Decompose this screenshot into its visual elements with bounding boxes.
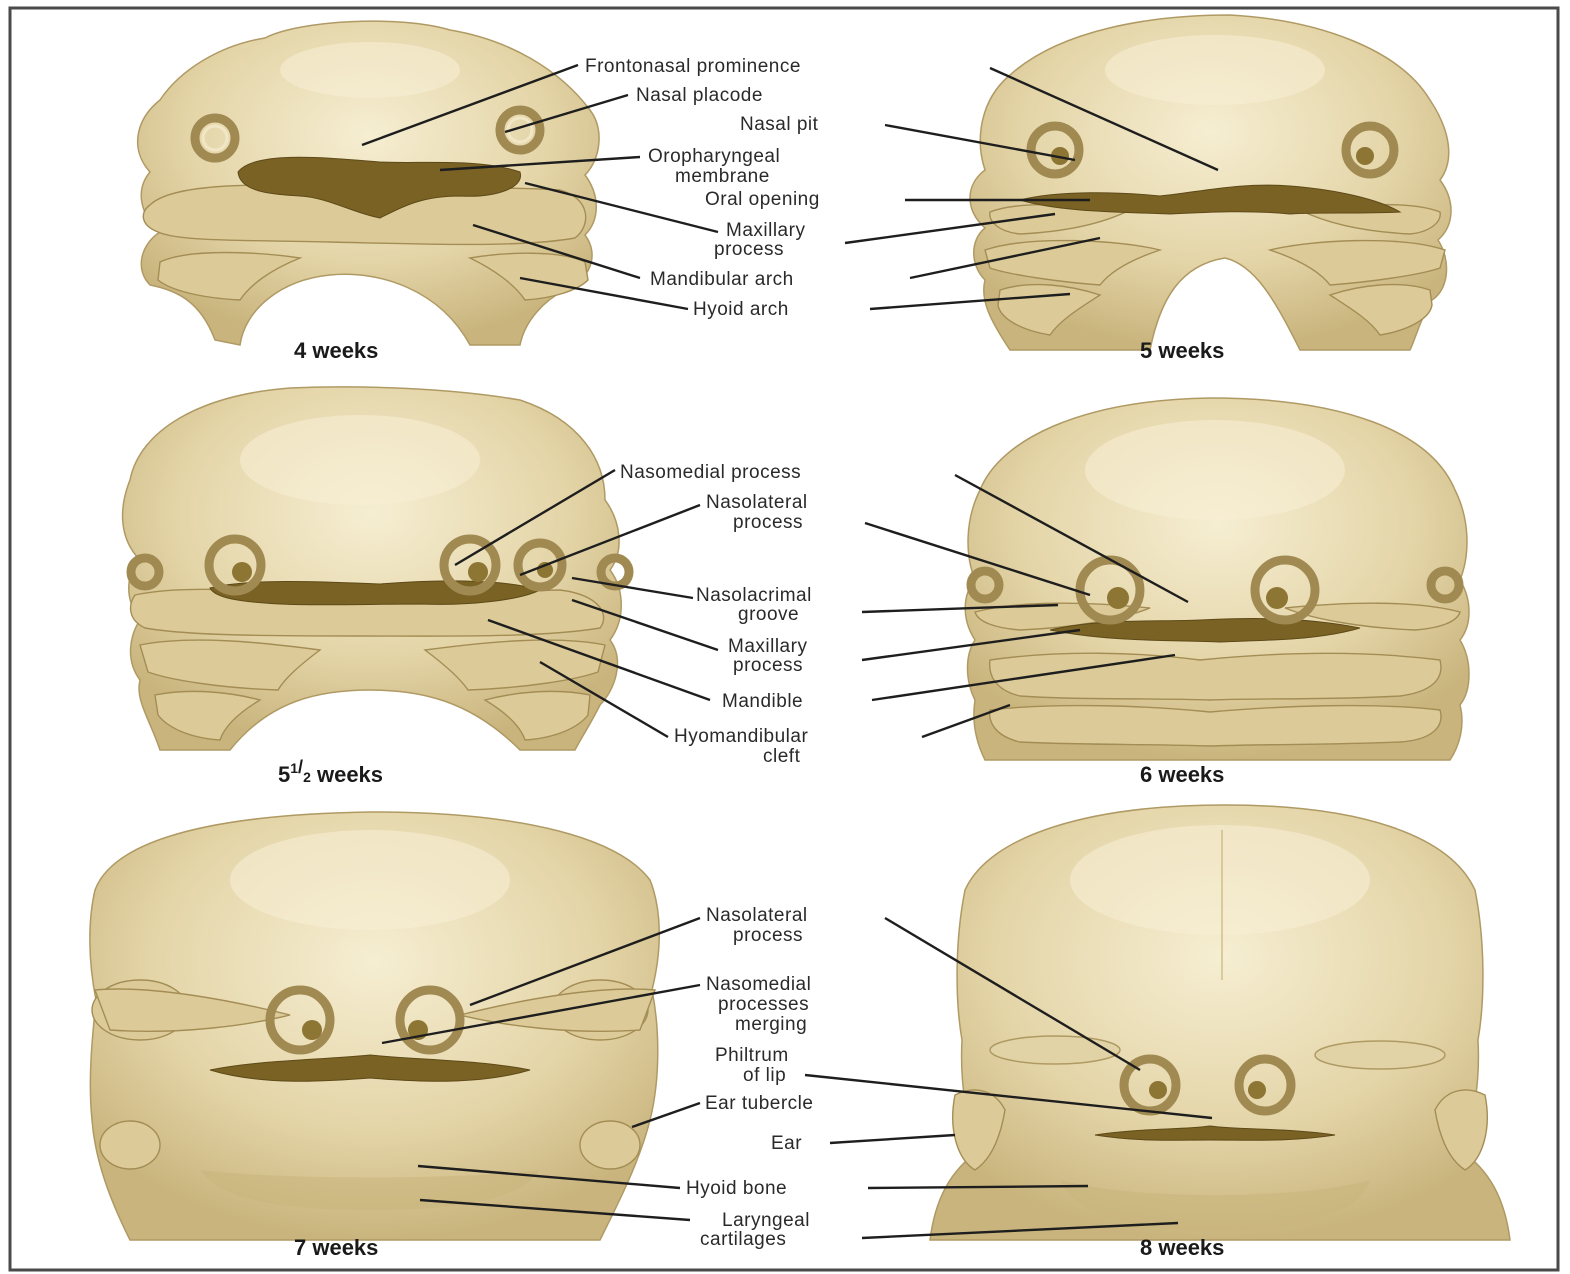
caption-4-weeks: 4 weeks	[294, 338, 378, 363]
caption-5h-main: 5	[278, 762, 290, 787]
panel-6-weeks: 6 weeks	[965, 398, 1469, 787]
caption-5h-sup: 1	[290, 760, 298, 776]
label-hyomandibular-line1: Hyomandibular	[674, 726, 808, 747]
label-maxillary-b-line1: Maxillary	[728, 636, 807, 657]
label-hyoid-arch: Hyoid arch	[693, 299, 789, 320]
label-nasolateral-line2: process	[733, 512, 803, 533]
label-hyomandibular-line2: cleft	[763, 746, 801, 767]
label-laryngeal-line1: Laryngeal	[722, 1210, 810, 1231]
embryo-8-weeks-illustration	[930, 805, 1510, 1240]
label-nasolateral-c-line2: process	[733, 925, 803, 946]
label-mandibular-arch: Mandibular arch	[650, 269, 794, 290]
label-oropharyngeal-line1: Oropharyngeal	[648, 146, 780, 167]
caption-8-weeks: 8 weeks	[1140, 1235, 1224, 1260]
label-philtrum-line2: of lip	[743, 1065, 786, 1086]
label-nasal-placode: Nasal placode	[636, 85, 763, 106]
label-nasomedial-merging-line3: merging	[735, 1014, 807, 1035]
panel-8-weeks: 8 weeks	[930, 805, 1510, 1260]
label-frontonasal-prominence: Frontonasal prominence	[585, 56, 801, 77]
caption-5h-rest: weeks	[311, 762, 383, 787]
label-nasolateral-line1: Nasolateral	[706, 492, 808, 513]
label-laryngeal-line2: cartilages	[700, 1229, 786, 1250]
embryo-7-weeks-illustration	[90, 812, 659, 1240]
label-nasolacrimal-line1: Nasolacrimal	[696, 585, 812, 606]
label-hyoid-bone: Hyoid bone	[686, 1178, 787, 1199]
label-nasomedial-merging-line1: Nasomedial	[706, 974, 811, 995]
label-nasolateral-c-line1: Nasolateral	[706, 905, 808, 926]
label-ear-tubercle: Ear tubercle	[705, 1093, 813, 1114]
panel-7-weeks: 7 weeks	[90, 812, 659, 1260]
label-nasal-pit: Nasal pit	[740, 114, 819, 135]
label-maxillary-b-line2: process	[733, 655, 803, 676]
caption-7-weeks: 7 weeks	[294, 1235, 378, 1260]
label-nasolacrimal-line2: groove	[738, 604, 799, 625]
label-oropharyngeal-line2: membrane	[675, 166, 770, 187]
caption-5h-sub: 2	[303, 769, 311, 785]
label-maxillary-line2: process	[714, 239, 784, 260]
caption-5-weeks: 5 weeks	[1140, 338, 1224, 363]
label-philtrum-line1: Philtrum	[715, 1045, 789, 1066]
label-mandible: Mandible	[722, 691, 803, 712]
label-ear: Ear	[771, 1133, 802, 1154]
label-oral-opening: Oral opening	[705, 189, 820, 210]
label-nasomedial-process: Nasomedial process	[620, 462, 801, 483]
label-maxillary-line1: Maxillary	[726, 220, 805, 241]
caption-6-weeks: 6 weeks	[1140, 762, 1224, 787]
label-nasomedial-merging-line2: processes	[718, 994, 809, 1015]
